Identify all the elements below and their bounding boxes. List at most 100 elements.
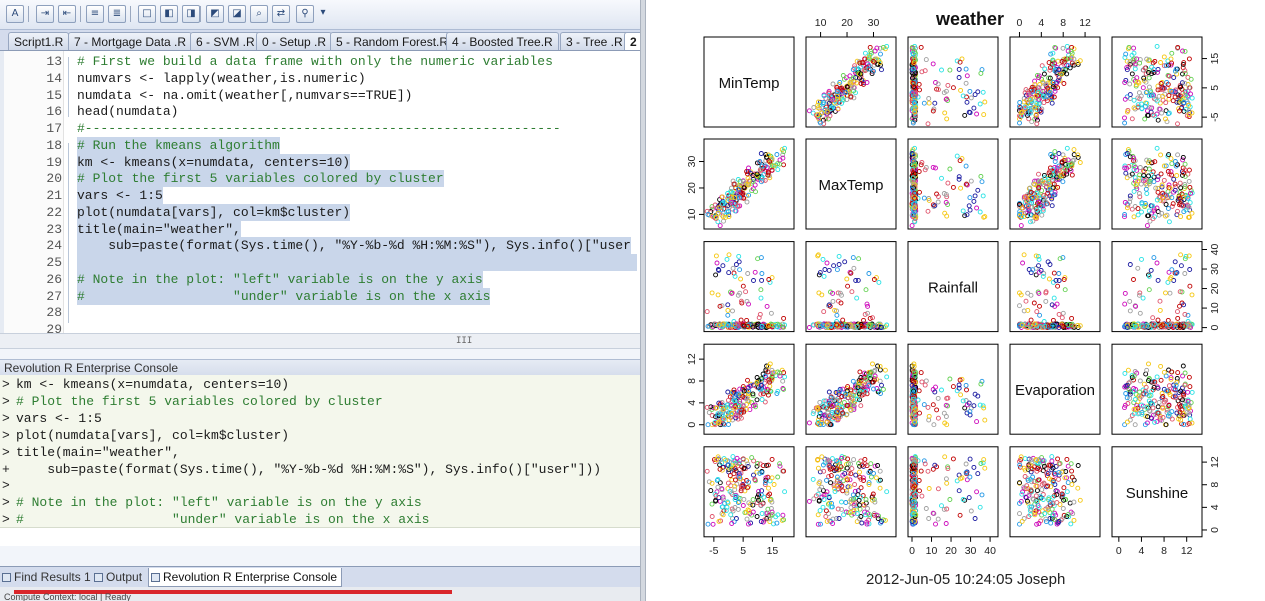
- data-point: [837, 397, 842, 403]
- data-point: [1160, 190, 1166, 196]
- data-point: [1156, 399, 1162, 405]
- code-line[interactable]: 29: [4, 321, 640, 333]
- code-line[interactable]: 18# Run the kmeans algorithm: [4, 136, 640, 154]
- clear-bookmark-button[interactable]: ◪: [228, 5, 246, 23]
- comment-button[interactable]: ≡: [86, 5, 104, 23]
- code-line[interactable]: 24 sub=paste(format(Sys.time(), "%Y-%b-%…: [4, 237, 640, 255]
- data-point: [1028, 317, 1034, 323]
- data-point: [740, 190, 746, 196]
- data-point: [862, 50, 868, 56]
- replace-button[interactable]: ⇄: [272, 5, 290, 23]
- data-point: [1142, 116, 1148, 122]
- data-point: [719, 422, 725, 428]
- data-point: [1046, 276, 1052, 282]
- data-point: [957, 59, 963, 65]
- code-line[interactable]: 25: [4, 254, 640, 271]
- data-point: [1042, 66, 1048, 72]
- code-editor[interactable]: 13# First we build a data frame with onl…: [0, 51, 640, 333]
- toolbar-separator: [28, 6, 29, 22]
- data-point: [818, 120, 823, 126]
- code-line[interactable]: 17#-------------------------------------…: [4, 120, 640, 137]
- data-point: [1122, 96, 1128, 102]
- next-bookmark-button[interactable]: ◩: [206, 5, 224, 23]
- prev-bookmark-button[interactable]: ◨: [182, 5, 200, 23]
- tab-script-2[interactable]: 6 - SVM .R: [190, 32, 261, 50]
- data-point: [1158, 60, 1164, 65]
- code-line[interactable]: 27# "under" variable is on the x axis: [4, 287, 640, 305]
- data-point: [1137, 165, 1143, 170]
- data-point: [972, 516, 978, 521]
- data-point: [1124, 165, 1130, 171]
- fold-guide: [68, 143, 69, 323]
- data-point: [1060, 179, 1066, 185]
- data-point: [1123, 51, 1129, 57]
- tab-script-1[interactable]: 7 - Mortgage Data .R: [68, 32, 193, 50]
- data-point: [1137, 389, 1143, 395]
- tab-script-0[interactable]: Script1.R: [8, 32, 70, 50]
- console-input[interactable]: [0, 527, 640, 546]
- data-point: [729, 199, 735, 205]
- code-line[interactable]: 26# Note in the plot: "left" variable is…: [4, 270, 640, 288]
- uncomment-button[interactable]: ≣: [108, 5, 126, 23]
- editor-horizontal-scrollbar[interactable]: III: [0, 333, 640, 349]
- data-point: [1049, 302, 1055, 308]
- data-point: [1150, 405, 1156, 411]
- indent-button[interactable]: ⇥: [36, 5, 54, 23]
- find-button[interactable]: ⌕: [250, 5, 268, 23]
- code-line[interactable]: 28: [4, 304, 640, 321]
- outdent-button[interactable]: ⇤: [58, 5, 76, 23]
- code-line[interactable]: 20# Plot the first 5 variables colored b…: [4, 170, 640, 188]
- data-point: [725, 307, 731, 313]
- data-point: [826, 389, 832, 395]
- bottom-tab-0[interactable]: Find Results 1: [0, 568, 95, 587]
- window-button[interactable]: □: [138, 5, 156, 23]
- code-line[interactable]: 13# First we build a data frame with onl…: [4, 53, 640, 70]
- data-point: [1166, 73, 1172, 79]
- pane-splitter[interactable]: [640, 0, 646, 601]
- bottom-tab-2[interactable]: Revolution R Enterprise Console: [148, 568, 343, 587]
- bottom-tab-1[interactable]: Output: [92, 568, 146, 587]
- data-point: [1140, 85, 1146, 91]
- tab-script-3[interactable]: 0 - Setup .R: [256, 32, 333, 50]
- data-point: [1122, 422, 1128, 428]
- data-point: [723, 214, 729, 220]
- data-point: [944, 194, 950, 200]
- tab-script-7[interactable]: 2 -: [624, 32, 640, 50]
- data-point: [1065, 163, 1071, 169]
- data-point: [1129, 206, 1135, 212]
- tab-script-6[interactable]: 3 - Tree .R: [560, 32, 629, 50]
- data-point: [731, 471, 737, 477]
- data-point: [912, 370, 918, 376]
- data-point: [1022, 474, 1028, 479]
- data-point: [1139, 101, 1144, 107]
- data-point: [1145, 414, 1151, 420]
- data-point: [1028, 204, 1034, 210]
- tab-script-5[interactable]: 4 - Boosted Tree.R: [446, 32, 559, 50]
- data-point: [1189, 389, 1195, 395]
- tab-script-4[interactable]: 5 - Random Forest.R: [330, 32, 455, 50]
- data-point: [820, 256, 826, 262]
- font-size-button[interactable]: A: [6, 5, 24, 23]
- data-point: [942, 454, 948, 460]
- data-point: [1182, 70, 1188, 76]
- data-point: [709, 501, 715, 507]
- data-point: [913, 90, 918, 96]
- bookmark-button[interactable]: ◧: [160, 5, 178, 23]
- search-button[interactable]: ⚲: [296, 5, 314, 23]
- data-point: [1169, 203, 1175, 209]
- scroll-grip-icon[interactable]: III: [456, 336, 473, 346]
- data-point: [1068, 48, 1074, 54]
- data-point: [912, 205, 918, 211]
- data-point: [921, 195, 927, 201]
- data-point: [870, 361, 875, 367]
- data-point: [960, 208, 966, 214]
- r-console[interactable]: >km <- kmeans(x=numdata, centers=10)># P…: [0, 375, 640, 527]
- toolbar-overflow-icon[interactable]: ▾: [320, 7, 326, 18]
